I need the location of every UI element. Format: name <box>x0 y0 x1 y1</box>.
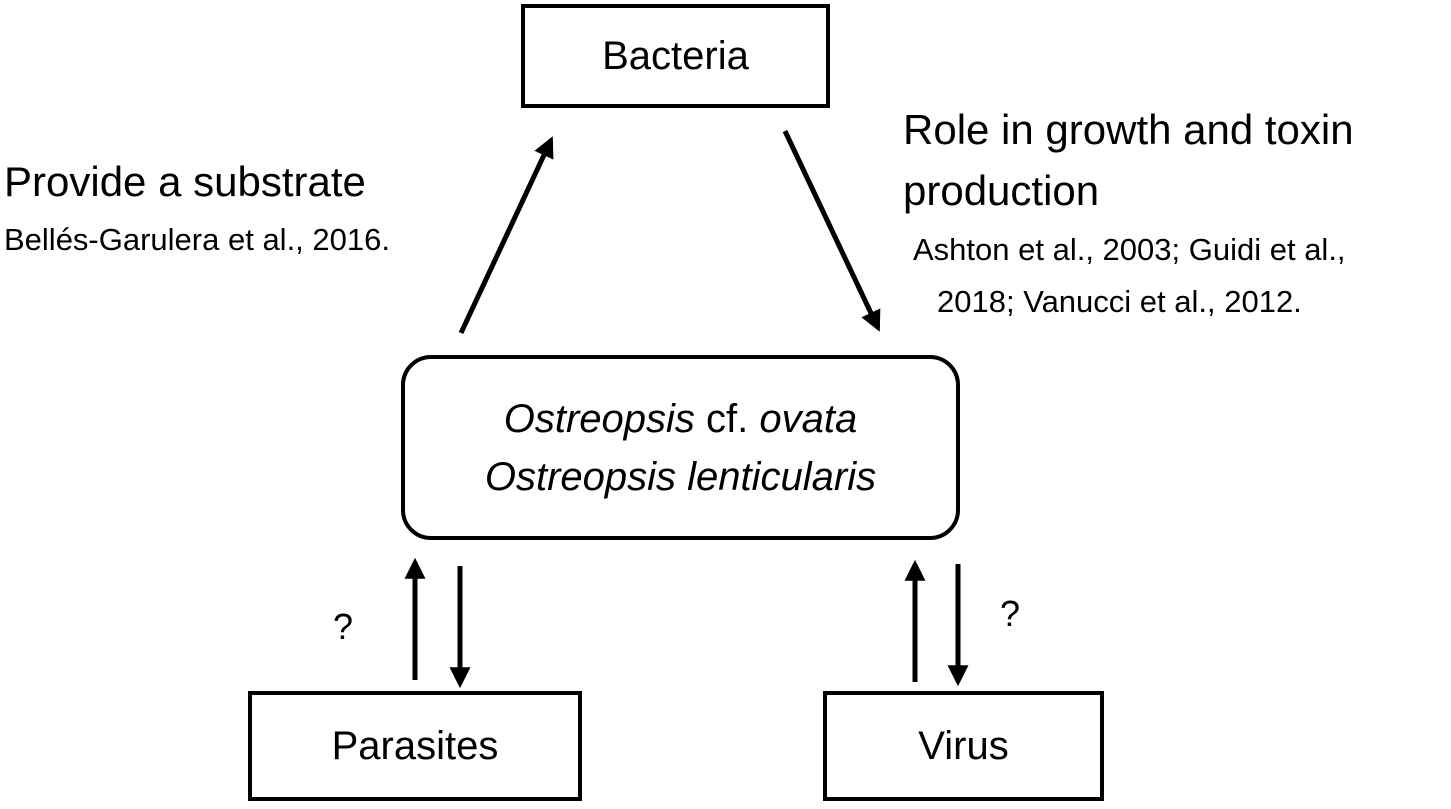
ostreopsis-line-2: Ostreopsis lenticularis <box>484 454 877 499</box>
substrate-edge-label: Provide a substrate <box>4 158 366 205</box>
virus-unknown-mark: ? <box>1000 593 1021 634</box>
role-edge-label-line-1: Role in growth and toxin <box>903 106 1354 153</box>
bacteria-label: Bacteria <box>602 33 749 78</box>
arrow-ostreopsis-to-bacteria <box>458 136 554 335</box>
ostreopsis-line-1: Ostreopsis cf. ovata <box>504 390 857 448</box>
ostreopsis-genus-label: Ostreopsis <box>503 396 695 441</box>
parasites-label: Parasites <box>331 723 499 768</box>
role-edge-label-line-2: production <box>903 167 1100 214</box>
role-edge-reference-line-1: Ashton et al., 2003; Guidi et al., <box>913 232 1346 267</box>
role-edge-reference-line-2: 2018; Vanucci et al., 2012. <box>937 284 1302 319</box>
ostreopsis-species-label: ovata <box>759 396 858 441</box>
substrate-edge-reference: Bellés-Garulera et al., 2016. <box>4 222 390 257</box>
parasites-node: Parasites <box>248 691 582 801</box>
bacteria-node: Bacteria <box>521 4 830 108</box>
parasites-unknown-mark: ? <box>333 606 354 647</box>
ostreopsis-cf-label: cf. <box>694 396 760 441</box>
virus-label: Virus <box>918 723 1009 768</box>
virus-node: Virus <box>823 691 1104 801</box>
arrow-bacteria-to-ostreopsis <box>782 129 881 332</box>
ostreopsis-node: Ostreopsis cf. ovata Ostreopsis lenticul… <box>401 355 960 540</box>
